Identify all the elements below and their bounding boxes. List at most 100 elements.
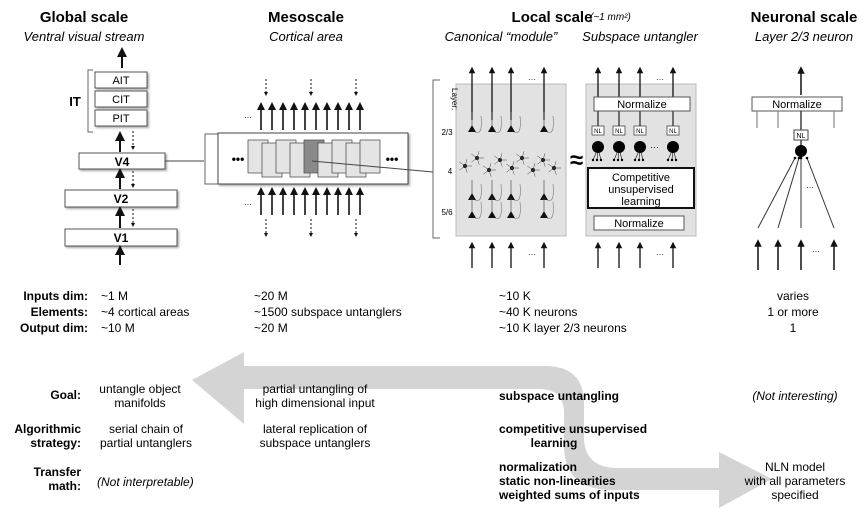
- layer-title: Layer:: [450, 88, 459, 110]
- untangler-neuron: [592, 141, 604, 153]
- dendrite-input: [806, 157, 835, 229]
- dendrite: [499, 159, 503, 167]
- nl-label: NL: [594, 129, 602, 135]
- axon: [474, 183, 482, 201]
- dendrite: [542, 153, 546, 161]
- pyramidal-neuron: [507, 211, 515, 218]
- nl-label: NL: [615, 129, 623, 135]
- axon: [494, 201, 502, 219]
- dendrite: [511, 161, 515, 169]
- dendrite: [553, 167, 557, 175]
- synapse-line: [619, 152, 623, 161]
- dendrite: [537, 159, 544, 165]
- pyramidal-neuron: [507, 193, 515, 200]
- meso-inputs: ~20 M: [254, 289, 288, 303]
- untangler-neuron: [613, 141, 625, 153]
- subspace-untangler-subtitle: Subspace untangler: [582, 29, 698, 44]
- goal-label: Goal:: [50, 388, 81, 402]
- transfer-local-line-3: weighted sums of inputs: [498, 488, 640, 502]
- synapse: [666, 158, 670, 162]
- canonical-module-subtitle: Canonical “module”: [445, 29, 558, 44]
- dendrite: [516, 157, 523, 163]
- axon: [546, 201, 554, 219]
- learning-line-2: unsupervised: [608, 184, 673, 196]
- dendrite: [471, 153, 478, 159]
- dendrite: [488, 169, 492, 177]
- axon: [513, 115, 521, 133]
- dendrite: [483, 165, 490, 171]
- meso-top-ellipsis: ···: [244, 113, 252, 122]
- approx-symbol: ≈: [570, 147, 583, 174]
- strategy-row: Algorithmic strategy: serial chain of pa…: [14, 422, 647, 450]
- synapse: [616, 158, 620, 162]
- synapse: [620, 158, 624, 162]
- it-label: IT: [69, 94, 81, 109]
- global-elements: ~4 cortical areas: [101, 305, 189, 319]
- neuronal-scale-title: Neuronal scale: [751, 9, 858, 26]
- dendrite: [532, 169, 536, 177]
- layer-2-3: 2/3: [441, 128, 453, 137]
- cortical-area-diagram: ••• ••• ··· ···: [204, 79, 434, 237]
- synapse: [595, 158, 599, 162]
- area-v1: V1: [114, 231, 129, 245]
- pyramidal-neuron: [488, 193, 496, 200]
- synapse-line: [667, 152, 672, 161]
- dendrite: [532, 163, 536, 171]
- dendrite: [488, 163, 492, 171]
- area-v4: V4: [115, 155, 130, 169]
- area-pit: PIT: [112, 113, 129, 125]
- module-neurons: [459, 66, 561, 268]
- nl-label: NL: [669, 129, 677, 135]
- transfer-neuronal-line-2: with all parameters: [744, 474, 846, 488]
- flow-arrowhead-left: [192, 352, 244, 424]
- neuronal-inputs: varies: [777, 289, 809, 303]
- dendrite: [471, 157, 478, 163]
- synapse-line: [613, 152, 618, 161]
- synapse: [599, 158, 603, 162]
- neuronal-elements: 1 or more: [767, 305, 819, 319]
- learning-line-1: Competitive: [612, 172, 670, 184]
- dendrite: [464, 159, 468, 167]
- area-cit: CIT: [112, 94, 130, 106]
- pyramidal-neuron: [488, 211, 496, 218]
- module-bottom-dots: ···: [528, 250, 536, 259]
- transfer-neuronal-line-1: NLN model: [765, 460, 825, 474]
- synapse: [797, 156, 801, 160]
- goal-local: subspace untangling: [499, 389, 619, 403]
- nl-box: [633, 125, 647, 136]
- dendrite: [537, 155, 544, 161]
- dendrite: [521, 157, 525, 165]
- untangler-neuron: [634, 141, 646, 153]
- flow-arrow: [192, 352, 772, 508]
- goal-meso-line-2: high dimensional input: [255, 396, 375, 410]
- meso-ellipsis-right: •••: [386, 152, 399, 166]
- meso-bottom-ellipsis: ···: [244, 200, 252, 209]
- mesoscale-title: Mesoscale: [268, 9, 344, 26]
- neuron-normalize-label: Normalize: [772, 99, 822, 111]
- nl-box: [591, 125, 605, 136]
- dendrite: [527, 165, 534, 171]
- synapse-line: [634, 152, 639, 161]
- stat-label-output: Output dim:: [20, 321, 88, 335]
- pyramidal-neuron: [468, 125, 476, 132]
- meso-output: ~20 M: [254, 321, 288, 335]
- neuron-dots-bottom: ···: [812, 247, 820, 256]
- strategy-global-line-1: serial chain of: [109, 422, 184, 436]
- dendrite: [548, 163, 555, 169]
- transfer-local-line-2: static non-linearities: [499, 474, 616, 488]
- dendrite: [494, 159, 501, 165]
- transfer-label-line-1: Transfer: [34, 465, 82, 479]
- local-scale-note: (~1 mm²): [590, 12, 631, 23]
- axon: [494, 183, 502, 201]
- goal-row: Goal: untangle object manifolds partial …: [50, 382, 837, 410]
- axon: [513, 183, 521, 201]
- single-neuron-diagram: Normalize NL ··· ···: [751, 66, 843, 270]
- dendrite: [548, 167, 555, 173]
- global-scale-title: Global scale: [40, 9, 128, 26]
- synapse: [591, 158, 595, 162]
- dendrite: [459, 165, 466, 171]
- pyramidal-neuron: [540, 125, 548, 132]
- meso-elements: ~1500 subspace untanglers: [254, 305, 402, 319]
